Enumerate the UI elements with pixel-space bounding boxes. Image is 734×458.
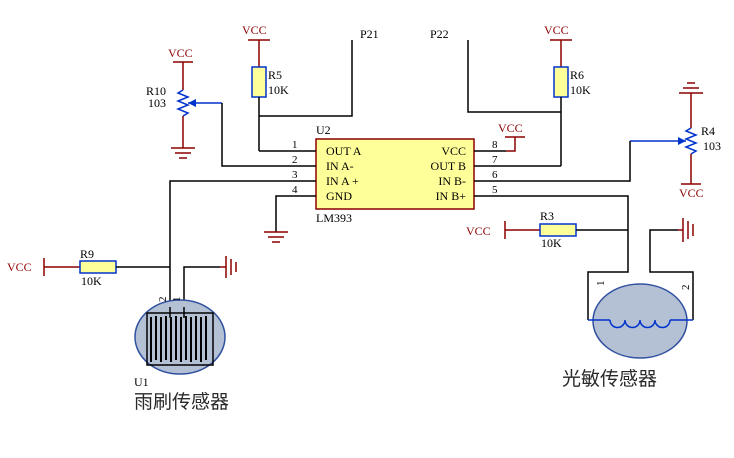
light-sensor-caption: 光敏传感器 <box>562 368 657 390</box>
wire-in-a-plus <box>169 180 284 307</box>
ic-pin-8-name: VCC <box>441 144 466 158</box>
resistor-r5: VCC R5 10K P21 <box>242 23 379 152</box>
wire-rain-gnd <box>183 266 220 307</box>
light-sensor-element <box>609 319 671 329</box>
ic-pin-2-name: IN A- <box>326 159 354 173</box>
ic-designator: U2 <box>316 123 331 137</box>
ic-pin-3-number: 3 <box>292 169 298 181</box>
light-sensor-pin1-number: 1 <box>595 281 607 287</box>
rain-sensor-electrode-frame <box>146 312 214 366</box>
r4-zigzag <box>683 127 699 155</box>
ic-pin-6-number: 6 <box>492 169 498 181</box>
ic-gnd-lead <box>275 195 284 232</box>
r10-value: 103 <box>148 96 166 110</box>
ic-pin-1-number: 1 <box>292 139 298 151</box>
wire-light-gnd <box>649 229 694 320</box>
r9-value: 10K <box>81 274 102 288</box>
light-sensor: 1 2 光敏传感器 <box>562 281 693 390</box>
ic-vcc-supply: VCC <box>498 121 525 152</box>
r6-designator: R6 <box>570 68 584 82</box>
ic-vcc-label: VCC <box>498 121 523 135</box>
r9-body <box>79 260 117 274</box>
ic-pin-3-name: IN A + <box>326 174 359 188</box>
net-label-p21: P21 <box>360 27 379 41</box>
rain-sensor-pin1-number: 1 <box>171 297 183 303</box>
ic-pin-7-number: 7 <box>492 154 498 166</box>
r5-vcc-label: VCC <box>242 23 267 37</box>
r4-vcc-label: VCC <box>679 186 704 200</box>
r4-designator: R4 <box>701 124 715 138</box>
ic-part-number: LM393 <box>316 211 352 225</box>
ic-vcc-lead <box>506 137 516 152</box>
ic-pin-5-name: IN B+ <box>436 189 467 203</box>
resistor-r6: VCC R6 10K P22 <box>430 23 591 167</box>
ic-pin-7-name: OUT B <box>431 159 466 173</box>
r10-vcc-label: VCC <box>168 46 193 60</box>
potentiometer-r10: VCC R10 103 <box>146 46 284 167</box>
rain-sensor-u1: 2 1 U1 雨刷传感器 <box>134 297 229 414</box>
r6-value: 10K <box>570 83 591 97</box>
rain-gnd-symbol <box>220 256 237 278</box>
r5-designator: R5 <box>268 68 282 82</box>
r10-zigzag <box>175 89 191 117</box>
ic-pin-2-number: 2 <box>292 154 298 166</box>
resistor-r9: VCC R9 10K <box>7 247 170 288</box>
r3-vcc-label: VCC <box>466 224 491 238</box>
ic-pin-6-name: IN B- <box>438 174 466 188</box>
potentiometer-r4: VCC R4 103 <box>506 82 721 200</box>
ic-pin-4-number: 4 <box>292 184 298 196</box>
wire-p22 <box>467 40 561 113</box>
light-sensor-pin2-number: 2 <box>680 285 692 291</box>
r9-vcc-label: VCC <box>7 260 32 274</box>
r6-body <box>553 66 569 98</box>
r4-wiper-arrow <box>678 137 686 145</box>
wire-in-b-plus <box>506 195 629 320</box>
wire-in-a-minus <box>221 103 284 167</box>
ic-pin-4-name: GND <box>326 189 352 203</box>
r3-value: 10K <box>541 236 562 250</box>
r4-value: 103 <box>703 139 721 153</box>
rain-sensor-electrode-fingers <box>150 316 207 362</box>
net-label-p22: P22 <box>430 27 449 41</box>
r6-vcc-label: VCC <box>544 23 569 37</box>
wire-p21 <box>259 40 353 117</box>
rain-sensor-caption: 雨刷传感器 <box>134 391 229 413</box>
rain-sensor-designator: U1 <box>134 375 149 389</box>
light-gnd-symbol <box>678 218 694 242</box>
ic-lm393: U2 LM393 1 2 3 4 8 7 6 5 OUT A IN A- IN … <box>284 123 506 225</box>
wire-in-b-minus <box>506 141 631 182</box>
ic-pin-1-name: OUT A <box>326 144 362 158</box>
r5-value: 10K <box>268 83 289 97</box>
r3-body <box>539 223 577 237</box>
ic-ground <box>264 195 288 243</box>
resistor-r3: VCC R3 10K <box>466 209 628 250</box>
r3-designator: R3 <box>540 209 554 223</box>
ic-pin-5-number: 5 <box>492 184 498 196</box>
ic-body <box>315 138 475 210</box>
ic-pin-8-number: 8 <box>492 139 498 151</box>
r5-body <box>251 66 267 98</box>
r10-wiper-arrow <box>188 99 196 107</box>
rain-sensor-pin2-number: 2 <box>157 297 169 303</box>
r9-designator: R9 <box>80 247 94 261</box>
r10-designator: R10 <box>146 84 166 98</box>
